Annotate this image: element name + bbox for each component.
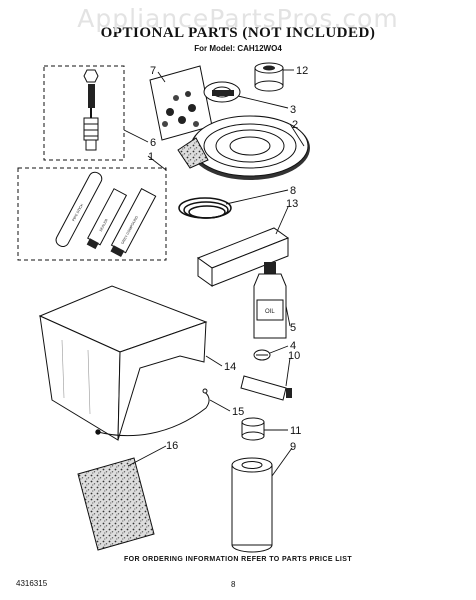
label-13: 13: [286, 198, 298, 210]
part-3-foam-strip: [203, 81, 241, 103]
part-8-coiled-wire: [178, 197, 232, 219]
part-14-cover: [38, 285, 208, 441]
part-10-tube: [240, 375, 292, 401]
label-12: 12: [296, 65, 308, 77]
label-4: 4: [290, 340, 296, 352]
label-6: 6: [150, 137, 156, 149]
part-13-foam-block: [196, 227, 290, 287]
tube-middle-label: SEALER: [99, 218, 109, 232]
part-11-can: [241, 417, 265, 441]
part-1-sealant-tubes: PIPE STICK SEALER GREY COMPOUND: [17, 167, 167, 261]
label-14: 14: [224, 361, 236, 373]
label-16: 16: [166, 440, 178, 452]
part-2-gasket-roll: [177, 115, 310, 180]
label-3: 3: [290, 104, 296, 116]
part-5-oil-bottle: OIL: [253, 262, 287, 339]
label-1: 1: [148, 151, 154, 163]
label-15: 15: [232, 406, 244, 418]
part-4-grommet: [253, 349, 271, 361]
ordering-note: FOR ORDERING INFORMATION REFER TO PARTS …: [123, 556, 353, 563]
leader-lines: [123, 69, 305, 477]
label-11: 11: [290, 425, 301, 437]
part-9-spray-can: [231, 457, 273, 553]
page-number: 8: [231, 580, 236, 589]
label-5: 5: [290, 322, 296, 334]
label-8: 8: [290, 185, 296, 197]
document-number: 4316315: [16, 579, 48, 588]
model-line: For Model: CAH12WO4: [194, 44, 282, 53]
bottle-label: OIL: [265, 309, 275, 315]
part-6-valve-assembly: [43, 65, 125, 161]
label-7: 7: [150, 65, 156, 77]
part-12-tape-roll: [254, 62, 284, 92]
label-9: 9: [290, 441, 296, 453]
part-number-labels: 7 12 3 2 6 1 8 13 5 4 10 14 15 11 9 16: [148, 65, 308, 453]
page-title: OPTIONAL PARTS (NOT INCLUDED): [100, 25, 376, 41]
part-16-filter-pad: [77, 457, 155, 551]
part-15-cord: [95, 388, 210, 437]
label-10: 10: [288, 350, 300, 362]
label-2: 2: [292, 119, 298, 131]
